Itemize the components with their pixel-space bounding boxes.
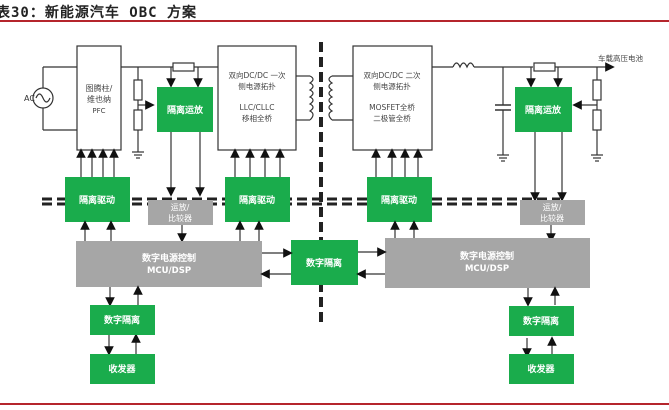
opamp-comparator-left: 运放/ 比较器	[148, 200, 213, 225]
svg-text:比较器: 比较器	[540, 213, 564, 223]
svg-text:收发器: 收发器	[527, 363, 555, 375]
svg-text:侧电源拓扑: 侧电源拓扑	[373, 81, 411, 91]
isolated-amp-left: 隔离运放	[157, 87, 213, 132]
shunt-resistor-right	[533, 62, 556, 72]
svg-text:MOSFET全桥: MOSFET全桥	[369, 102, 415, 112]
svg-text:收发器: 收发器	[108, 363, 136, 375]
svg-text:MCU/DSP: MCU/DSP	[465, 264, 509, 274]
title-bar: 表30：新能源汽车 OBC 方案	[0, 0, 669, 22]
svg-text:LLC/CLLC: LLC/CLLC	[240, 103, 275, 112]
mcu-dsp-right: 数字电源控制 MCU/DSP	[385, 238, 590, 288]
svg-text:隔离运放: 隔离运放	[167, 104, 204, 116]
voltage-divider-right	[572, 67, 603, 162]
capacitor-icon	[495, 67, 511, 162]
secondary-dcdc-block: 双向DC/DC 二次 侧电源拓扑 MOSFET全桥 二极管全桥	[352, 45, 433, 151]
svg-text:隔离运放: 隔离运放	[525, 104, 562, 116]
inductor-icon	[452, 62, 475, 69]
transceiver-left: 收发器	[90, 354, 155, 384]
voltage-divider-left	[132, 67, 155, 159]
transformer-icon	[296, 75, 353, 121]
isolated-driver-secondary: 隔离驱动	[367, 177, 432, 222]
svg-text:隔离驱动: 隔离驱动	[381, 194, 417, 206]
svg-text:双向DC/DC 二次: 双向DC/DC 二次	[364, 70, 421, 80]
svg-text:运放/: 运放/	[171, 202, 190, 212]
isolated-driver-pfc: 隔离驱动	[65, 177, 130, 222]
opamp-comparator-right: 运放/ 比较器	[520, 200, 585, 225]
ac-source: AC	[24, 66, 77, 131]
svg-text:比较器: 比较器	[168, 213, 192, 223]
svg-text:隔离驱动: 隔离驱动	[239, 194, 275, 206]
mcu-dsp-left: 数字电源控制 MCU/DSP	[76, 241, 262, 287]
pfc-label-2: 维也纳	[87, 94, 111, 104]
svg-text:隔离驱动: 隔离驱动	[79, 194, 115, 206]
svg-text:二极管全桥: 二极管全桥	[373, 113, 411, 123]
isolation-barrier-horizontal	[42, 197, 560, 206]
isolated-driver-primary: 隔离驱动	[225, 177, 290, 222]
ground-icon	[132, 151, 144, 159]
svg-text:数字隔离: 数字隔离	[104, 314, 140, 326]
ac-label: AC	[24, 94, 35, 103]
digital-isolator-center: 数字隔离	[291, 240, 358, 285]
svg-text:数字电源控制: 数字电源控制	[460, 250, 514, 262]
pfc-label-1: 图腾柱/	[86, 83, 113, 93]
digital-isolator-left: 数字隔离	[90, 305, 155, 335]
pfc-block: 图腾柱/ 维也纳 PFC	[76, 45, 122, 151]
shunt-resistor-left	[172, 62, 195, 72]
svg-text:数字隔离: 数字隔离	[306, 257, 342, 269]
digital-isolator-right: 数字隔离	[509, 306, 574, 336]
svg-text:运放/: 运放/	[543, 202, 562, 212]
svg-text:侧电源拓扑: 侧电源拓扑	[238, 81, 276, 91]
svg-text:移相全桥: 移相全桥	[242, 113, 272, 123]
svg-text:数字电源控制: 数字电源控制	[142, 252, 196, 264]
primary-dcdc-block: 双向DC/DC 一次 侧电源拓扑 LLC/CLLC 移相全桥	[217, 45, 297, 151]
svg-text:MCU/DSP: MCU/DSP	[147, 266, 191, 276]
pfc-label-3: PFC	[92, 107, 105, 115]
isolated-amp-right: 隔离运放	[515, 87, 572, 132]
battery-label: 车载高压电池	[598, 53, 643, 63]
transceiver-right: 收发器	[509, 354, 574, 384]
svg-text:数字隔离: 数字隔离	[523, 315, 559, 327]
figure-title: 表30：新能源汽车 OBC 方案	[0, 5, 198, 21]
bottom-rule	[0, 403, 669, 405]
svg-text:双向DC/DC 一次: 双向DC/DC 一次	[229, 70, 286, 80]
